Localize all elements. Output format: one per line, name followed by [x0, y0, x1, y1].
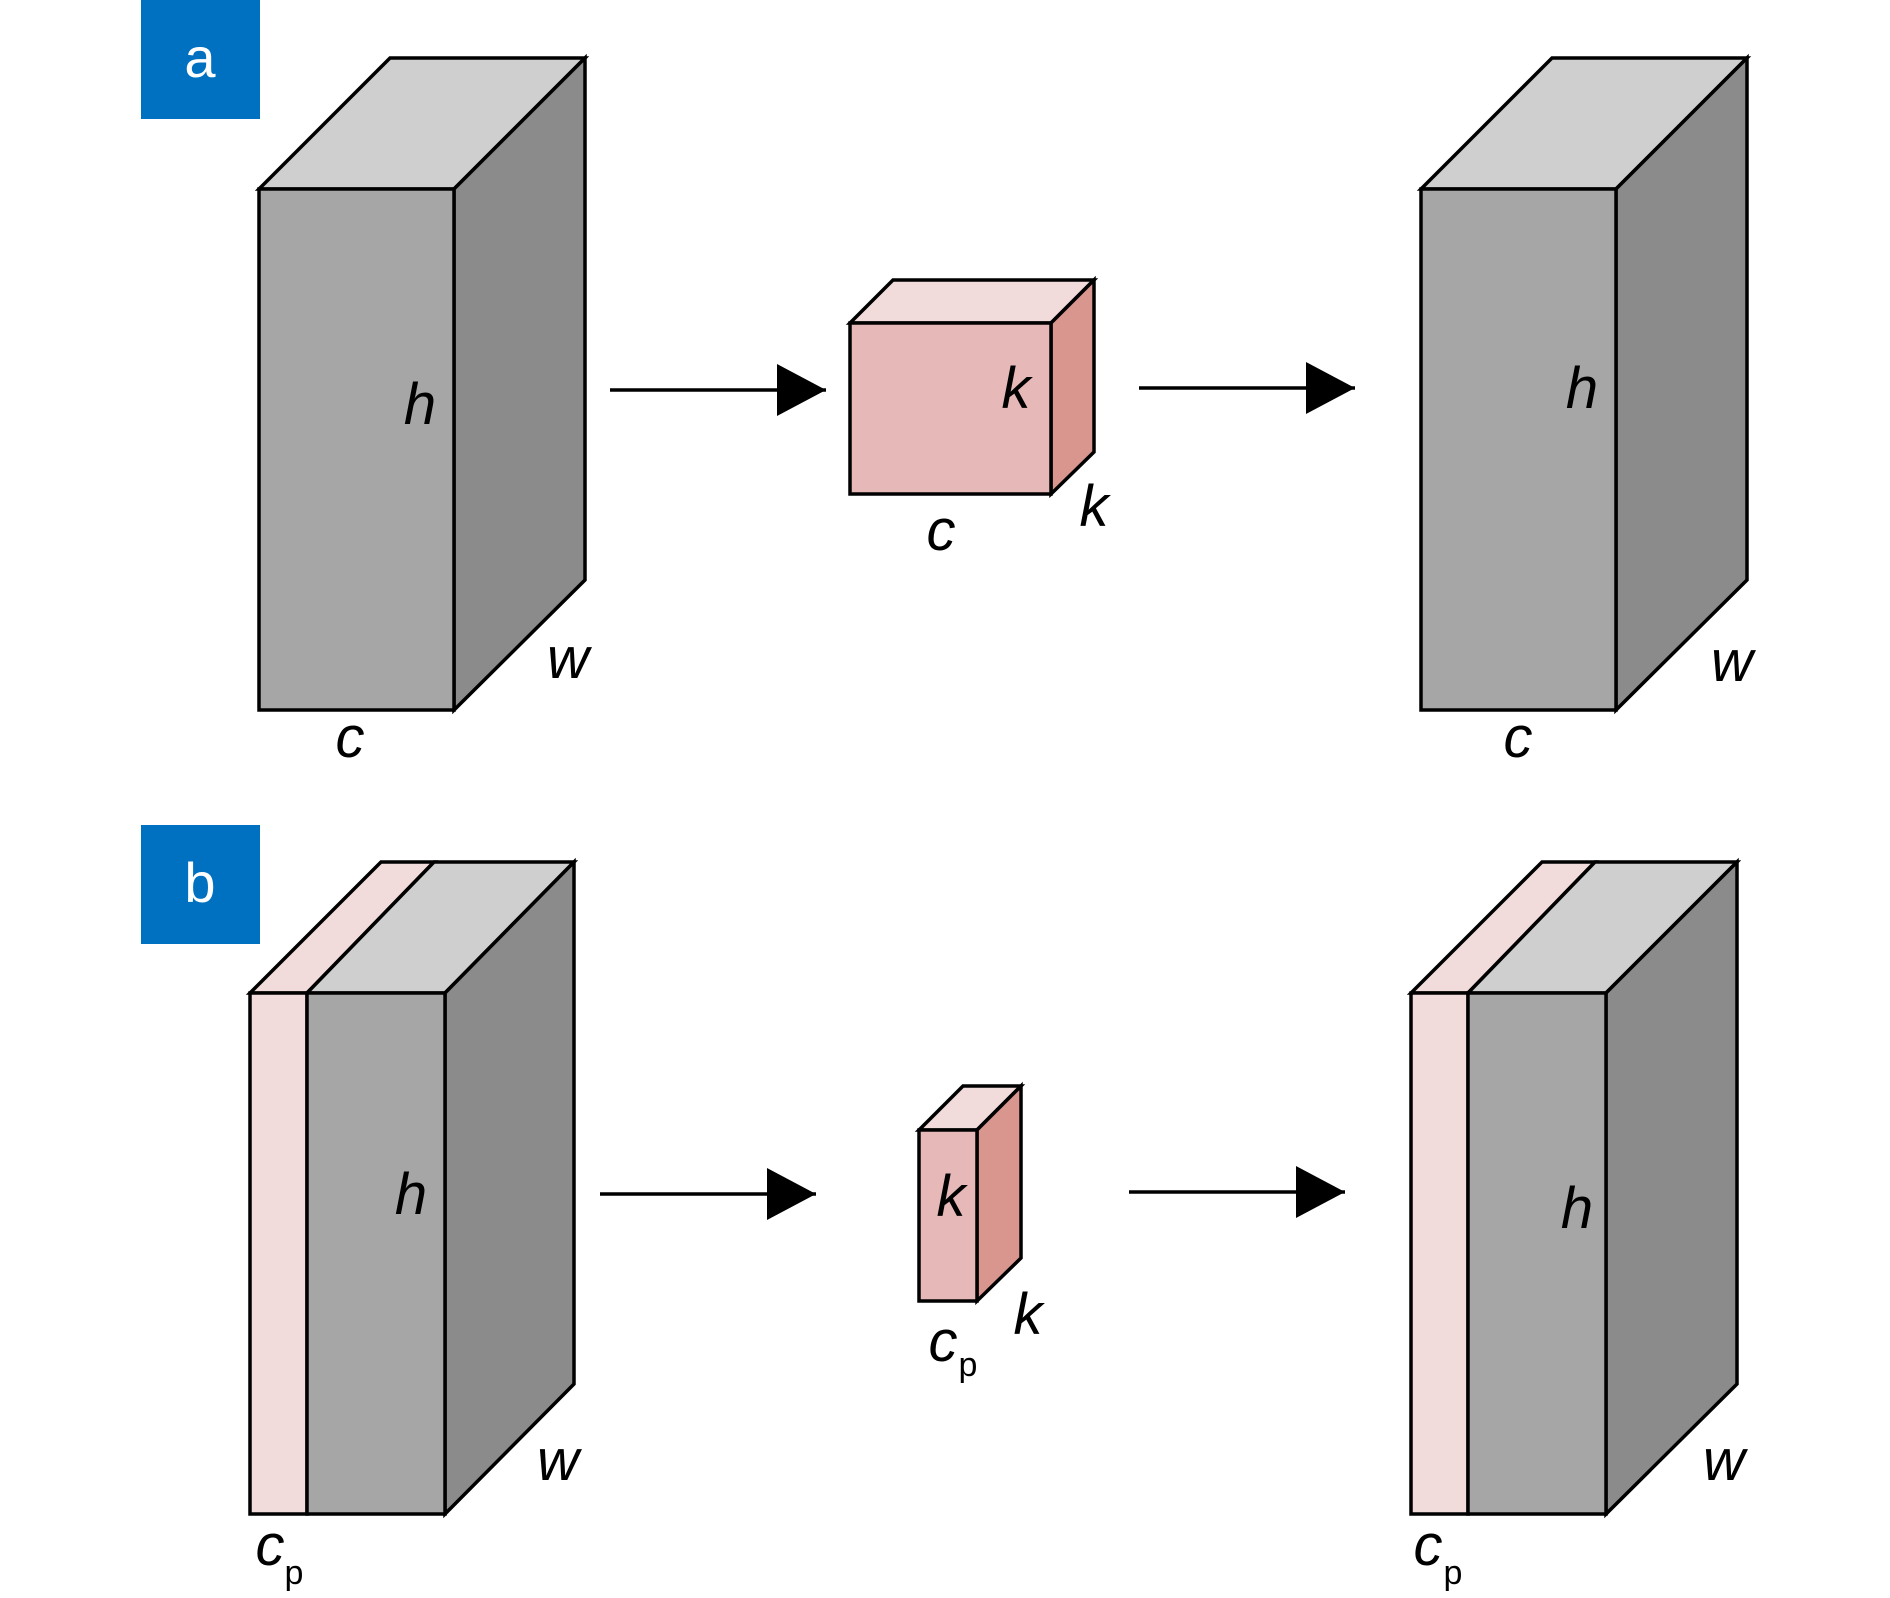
- output-block-height-label: h: [1566, 356, 1598, 421]
- input-block-front-face: [305, 991, 447, 1516]
- panel-b-output-block: h c p w: [1406, 857, 1748, 1592]
- panel-a-tag-bg: [141, 0, 260, 119]
- kernel-depth-label: c: [927, 498, 956, 563]
- input-block-width-label: w: [537, 1428, 582, 1493]
- panel-b-letter: b: [184, 851, 215, 914]
- output-block-depth-label: c: [1504, 705, 1533, 770]
- output-block-depth-subscript: p: [1444, 1554, 1463, 1592]
- kernel-front-face: [848, 321, 1053, 496]
- panel-b: b h c p w k c p k: [141, 825, 1748, 1592]
- input-block-height-label: h: [404, 372, 436, 437]
- output-block-front-face: [1419, 187, 1618, 712]
- panel-b-kernel: k c p k: [914, 1081, 1046, 1384]
- output-block-partial-slice: [1409, 991, 1470, 1516]
- panel-b-arrow-1-head: [767, 1168, 816, 1220]
- panel-a-input-block: h c w: [254, 53, 592, 770]
- output-block-width-label: w: [1703, 1428, 1748, 1493]
- output-block-depth-label: c: [1414, 1513, 1443, 1578]
- kernel-height-label: k: [1002, 356, 1034, 421]
- panel-a: a h c w k c k h: [141, 0, 1756, 770]
- output-block-front-face: [1466, 991, 1608, 1516]
- input-block-depth-label: c: [256, 1513, 285, 1578]
- panel-b-arrow-2-head: [1296, 1166, 1345, 1218]
- panel-a-kernel: k c k: [845, 275, 1112, 563]
- kernel-front-face: [917, 1128, 979, 1303]
- kernel-depth-subscript: p: [959, 1346, 978, 1384]
- input-block-width-label: w: [547, 626, 592, 691]
- output-block-height-label: h: [1561, 1176, 1593, 1241]
- panel-b-tag: b: [141, 825, 260, 944]
- kernel-height-label: k: [937, 1164, 969, 1229]
- input-block-partial-slice: [248, 991, 309, 1516]
- input-block-front-face: [257, 187, 456, 712]
- input-block-height-label: h: [395, 1162, 427, 1227]
- panel-a-letter: a: [184, 26, 216, 89]
- panel-b-input-block: h c p w: [245, 857, 582, 1592]
- kernel-width-label: k: [1014, 1282, 1046, 1347]
- panel-a-output-block: h c w: [1416, 53, 1756, 770]
- panel-a-arrow-1-head: [777, 364, 826, 416]
- input-block-depth-subscript: p: [285, 1554, 304, 1592]
- panel-a-arrow-2-head: [1306, 362, 1355, 414]
- panel-a-tag: a: [141, 0, 260, 119]
- input-block-depth-label: c: [336, 705, 365, 770]
- kernel-depth-label: c: [929, 1309, 958, 1374]
- panel-b-tag-bg: [141, 825, 260, 944]
- output-block-width-label: w: [1711, 629, 1756, 694]
- kernel-width-label: k: [1080, 474, 1112, 539]
